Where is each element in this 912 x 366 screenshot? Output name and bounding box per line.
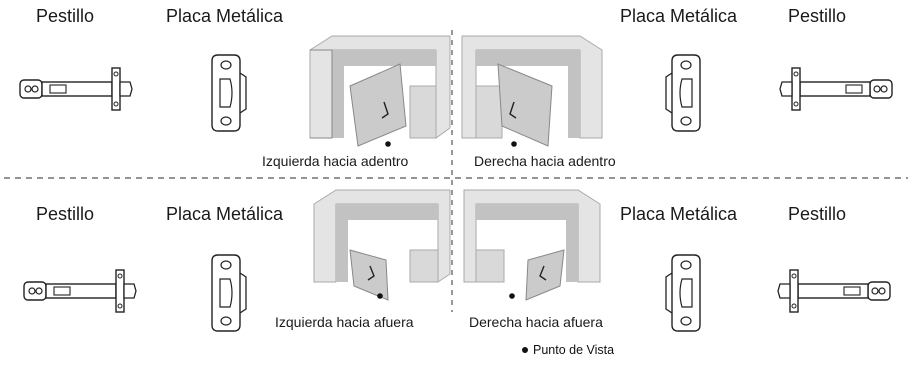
strike-plate-icon-bottom-left [211, 254, 247, 332]
room-right-inward-icon [461, 35, 603, 147]
viewpoint-legend-label: Punto de Vista [533, 343, 615, 357]
latch-label-top-left: Pestillo [36, 6, 95, 26]
latch-icon-top-right [779, 67, 893, 111]
strike-label-bottom-left: Placa Metálica [166, 204, 284, 224]
strike-label-top-left: Placa Metálica [166, 6, 284, 26]
latch-label-bottom-left: Pestillo [36, 204, 95, 224]
caption-left-inward: Izquierda hacia adentro [262, 153, 409, 169]
viewpoint-legend: Punto de Vista [522, 343, 614, 357]
strike-plate-icon-top-right [665, 54, 701, 132]
strike-label-top-right: Placa Metálica [620, 6, 738, 26]
latch-icon-bottom-right [777, 269, 891, 313]
caption-right-inward: Derecha hacia adentro [474, 153, 616, 169]
strike-plate-icon-top-left [211, 54, 247, 132]
strike-label-bottom-right: Placa Metálica [620, 204, 738, 224]
caption-left-outward: Izquierda hacia afuera [275, 314, 414, 330]
room-left-outward-icon [313, 189, 451, 301]
latch-label-top-right: Pestillo [788, 6, 847, 26]
caption-right-outward: Derecha hacia afuera [469, 314, 603, 330]
viewpoint-dot-icon [522, 346, 528, 353]
latch-icon-top-left [19, 67, 133, 111]
room-right-outward-icon [463, 189, 601, 301]
latch-icon-bottom-left [23, 269, 137, 313]
latch-label-bottom-right: Pestillo [788, 204, 847, 224]
room-left-inward-icon [309, 35, 451, 147]
strike-plate-icon-bottom-right [665, 254, 701, 332]
